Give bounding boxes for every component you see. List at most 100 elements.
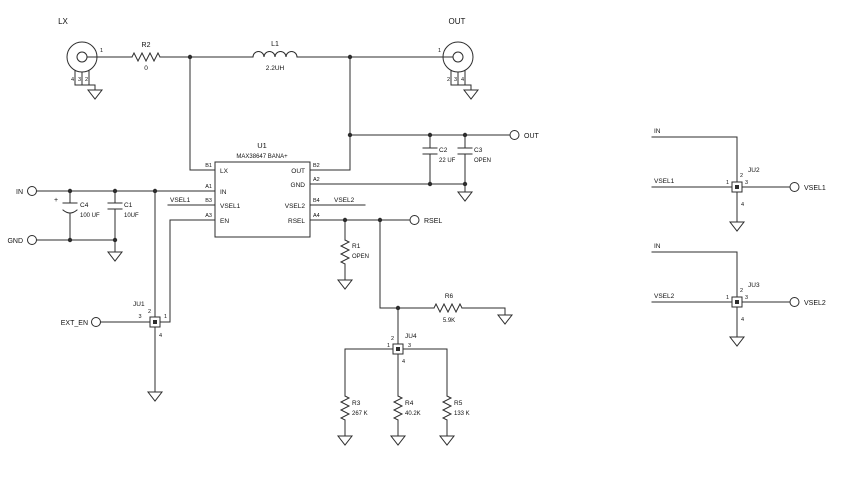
out-jack-pin1: 1 [438,48,441,54]
ju1-pin-left: 3 [138,314,141,320]
c1-value-label: 10UF [124,213,139,219]
out-jack-pin3: 3 [454,77,457,83]
u1-pin-num-a3: A3 [205,213,212,219]
c3-ref-label: C3 [474,147,483,154]
ju4-pin-left: 1 [387,343,390,349]
junction-dots [67,54,468,311]
lx-jack-ref: LX [58,17,68,26]
resistor-r3: R3 267 K [336,395,368,446]
ju2-pin-bottom: 4 [741,202,744,208]
r6-value-label: 5.9K [443,318,455,324]
u1-part-label: MAX38647 BANA+ [236,154,288,160]
ju2-pin-right: 3 [745,180,748,186]
u1-ref-label: U1 [257,141,267,150]
r1-ref-label: R1 [352,243,361,250]
ground-icon [106,251,124,262]
out-jack-pin4: 4 [461,77,464,83]
ground-icon [336,435,354,446]
vsel1-terminal [789,182,800,192]
jumper-ju4: JU4 2 1 3 4 [387,333,417,365]
u1-pin-name-out: OUT [291,168,305,175]
ju1-ref-label: JU1 [133,301,145,308]
ju3-pin-left: 1 [726,295,729,301]
ground-icon [389,435,407,446]
ju2-jumper-body [731,181,743,193]
out-jack-pin2: 2 [447,77,450,83]
ju2-pin-top: 2 [740,173,743,179]
rsel-terminal-label: RSEL [424,218,442,225]
vsel1-terminal-label: VSEL1 [804,185,826,192]
capacitor-c4: + C4 100 UF [54,190,100,241]
u1-pin-num-b3: B3 [205,198,212,204]
jumper-ju2-section: IN VSEL1 JU2 2 1 3 4 VSEL1 [654,128,826,232]
c2-ref-label: C2 [439,147,448,154]
ground-icon [146,391,164,402]
u1-pin-name-rsel: RSEL [288,218,305,225]
lx-jack-pin1: 1 [100,48,103,54]
capacitor-c1: C1 10UF [106,190,139,262]
ground-icon [728,336,746,347]
r5-value-label: 133 K [454,411,470,417]
net-label-vsel1-ju2: VSEL1 [654,178,675,185]
l1-value-label: 2.2UH [266,65,285,72]
resistor-r2: R2 0 [131,42,161,72]
u1-pin-name-gnd: GND [291,182,306,189]
u1-pin-name-en: EN [220,218,229,225]
capacitor-c2: C2 22 UF [422,134,456,185]
ju3-pin-top: 2 [740,288,743,294]
resistor-r1: R1 OPEN [336,239,369,290]
u1-pin-name-vsel2: VSEL2 [285,203,306,210]
u1-pin-num-a2: A2 [313,177,320,183]
u1-pin-num-b1: B1 [205,163,212,169]
lx-jack-pin2: 2 [85,77,88,83]
lx-jack: LX 1 4 3 2 [58,17,104,100]
r3-value-label: 267 K [352,411,368,417]
ground-icon [728,221,746,232]
inductor-l1: L1 2.2UH [252,41,298,72]
resistor-r4: R4 40.2K [389,395,421,446]
ju4-pin-top: 2 [391,336,394,342]
out-terminal: OUT [509,130,540,140]
ic-u1: U1 MAX38647 BANA+ B1 A1 B3 A3 LX IN VSEL… [205,141,320,238]
capacitor-c3: C3 OPEN [456,134,491,202]
resistor-r6: R6 5.9K [433,293,514,325]
in-terminal: IN [16,186,37,196]
ju1-pin-right: 1 [164,314,167,320]
r2-ref-label: R2 [142,42,151,49]
ju3-pin-bottom: 4 [741,317,744,323]
r3-ref-label: R3 [352,400,361,407]
u1-pin-num-a4: A4 [313,213,320,219]
ju3-ref-label: JU3 [748,282,760,289]
r4-value-label: 40.2K [405,411,421,417]
ju4-pin-right: 3 [408,343,411,349]
gnd-terminal: GND [7,235,37,245]
ju1-pin-bottom: 4 [159,333,162,339]
ground-icon [456,191,474,202]
c1-ref-label: C1 [124,202,133,209]
ext-en-terminal: EXT_EN [61,317,101,327]
out-terminal-label: OUT [524,133,540,140]
in-terminal-label: IN [16,189,23,196]
ground-icon [86,89,104,100]
net-label-in-ju2: IN [654,128,661,135]
out-jack-ref: OUT [449,17,466,26]
r1-value-label: OPEN [352,254,369,260]
c4-value-label: 100 UF [80,213,100,219]
ground-icon [462,89,480,100]
rsel-terminal: RSEL [409,215,442,225]
u1-pin-name-vsel1: VSEL1 [220,203,241,210]
u1-pin-name-lx: LX [220,168,229,175]
u1-pin-name-in: IN [220,189,227,196]
vsel2-terminal [789,297,800,307]
net-label-vsel2-ju3: VSEL2 [654,293,675,300]
ground-icon [438,435,456,446]
wires [36,56,791,437]
ground-icon [496,314,514,325]
ju1-pin-top: 2 [148,309,151,315]
u1-pin-num-a1: A1 [205,184,212,190]
out-jack: OUT 1 2 3 4 [438,17,480,100]
jumper-ju3-section: IN VSEL2 JU3 2 1 3 4 VSEL2 [654,243,826,347]
r4-ref-label: R4 [405,400,414,407]
